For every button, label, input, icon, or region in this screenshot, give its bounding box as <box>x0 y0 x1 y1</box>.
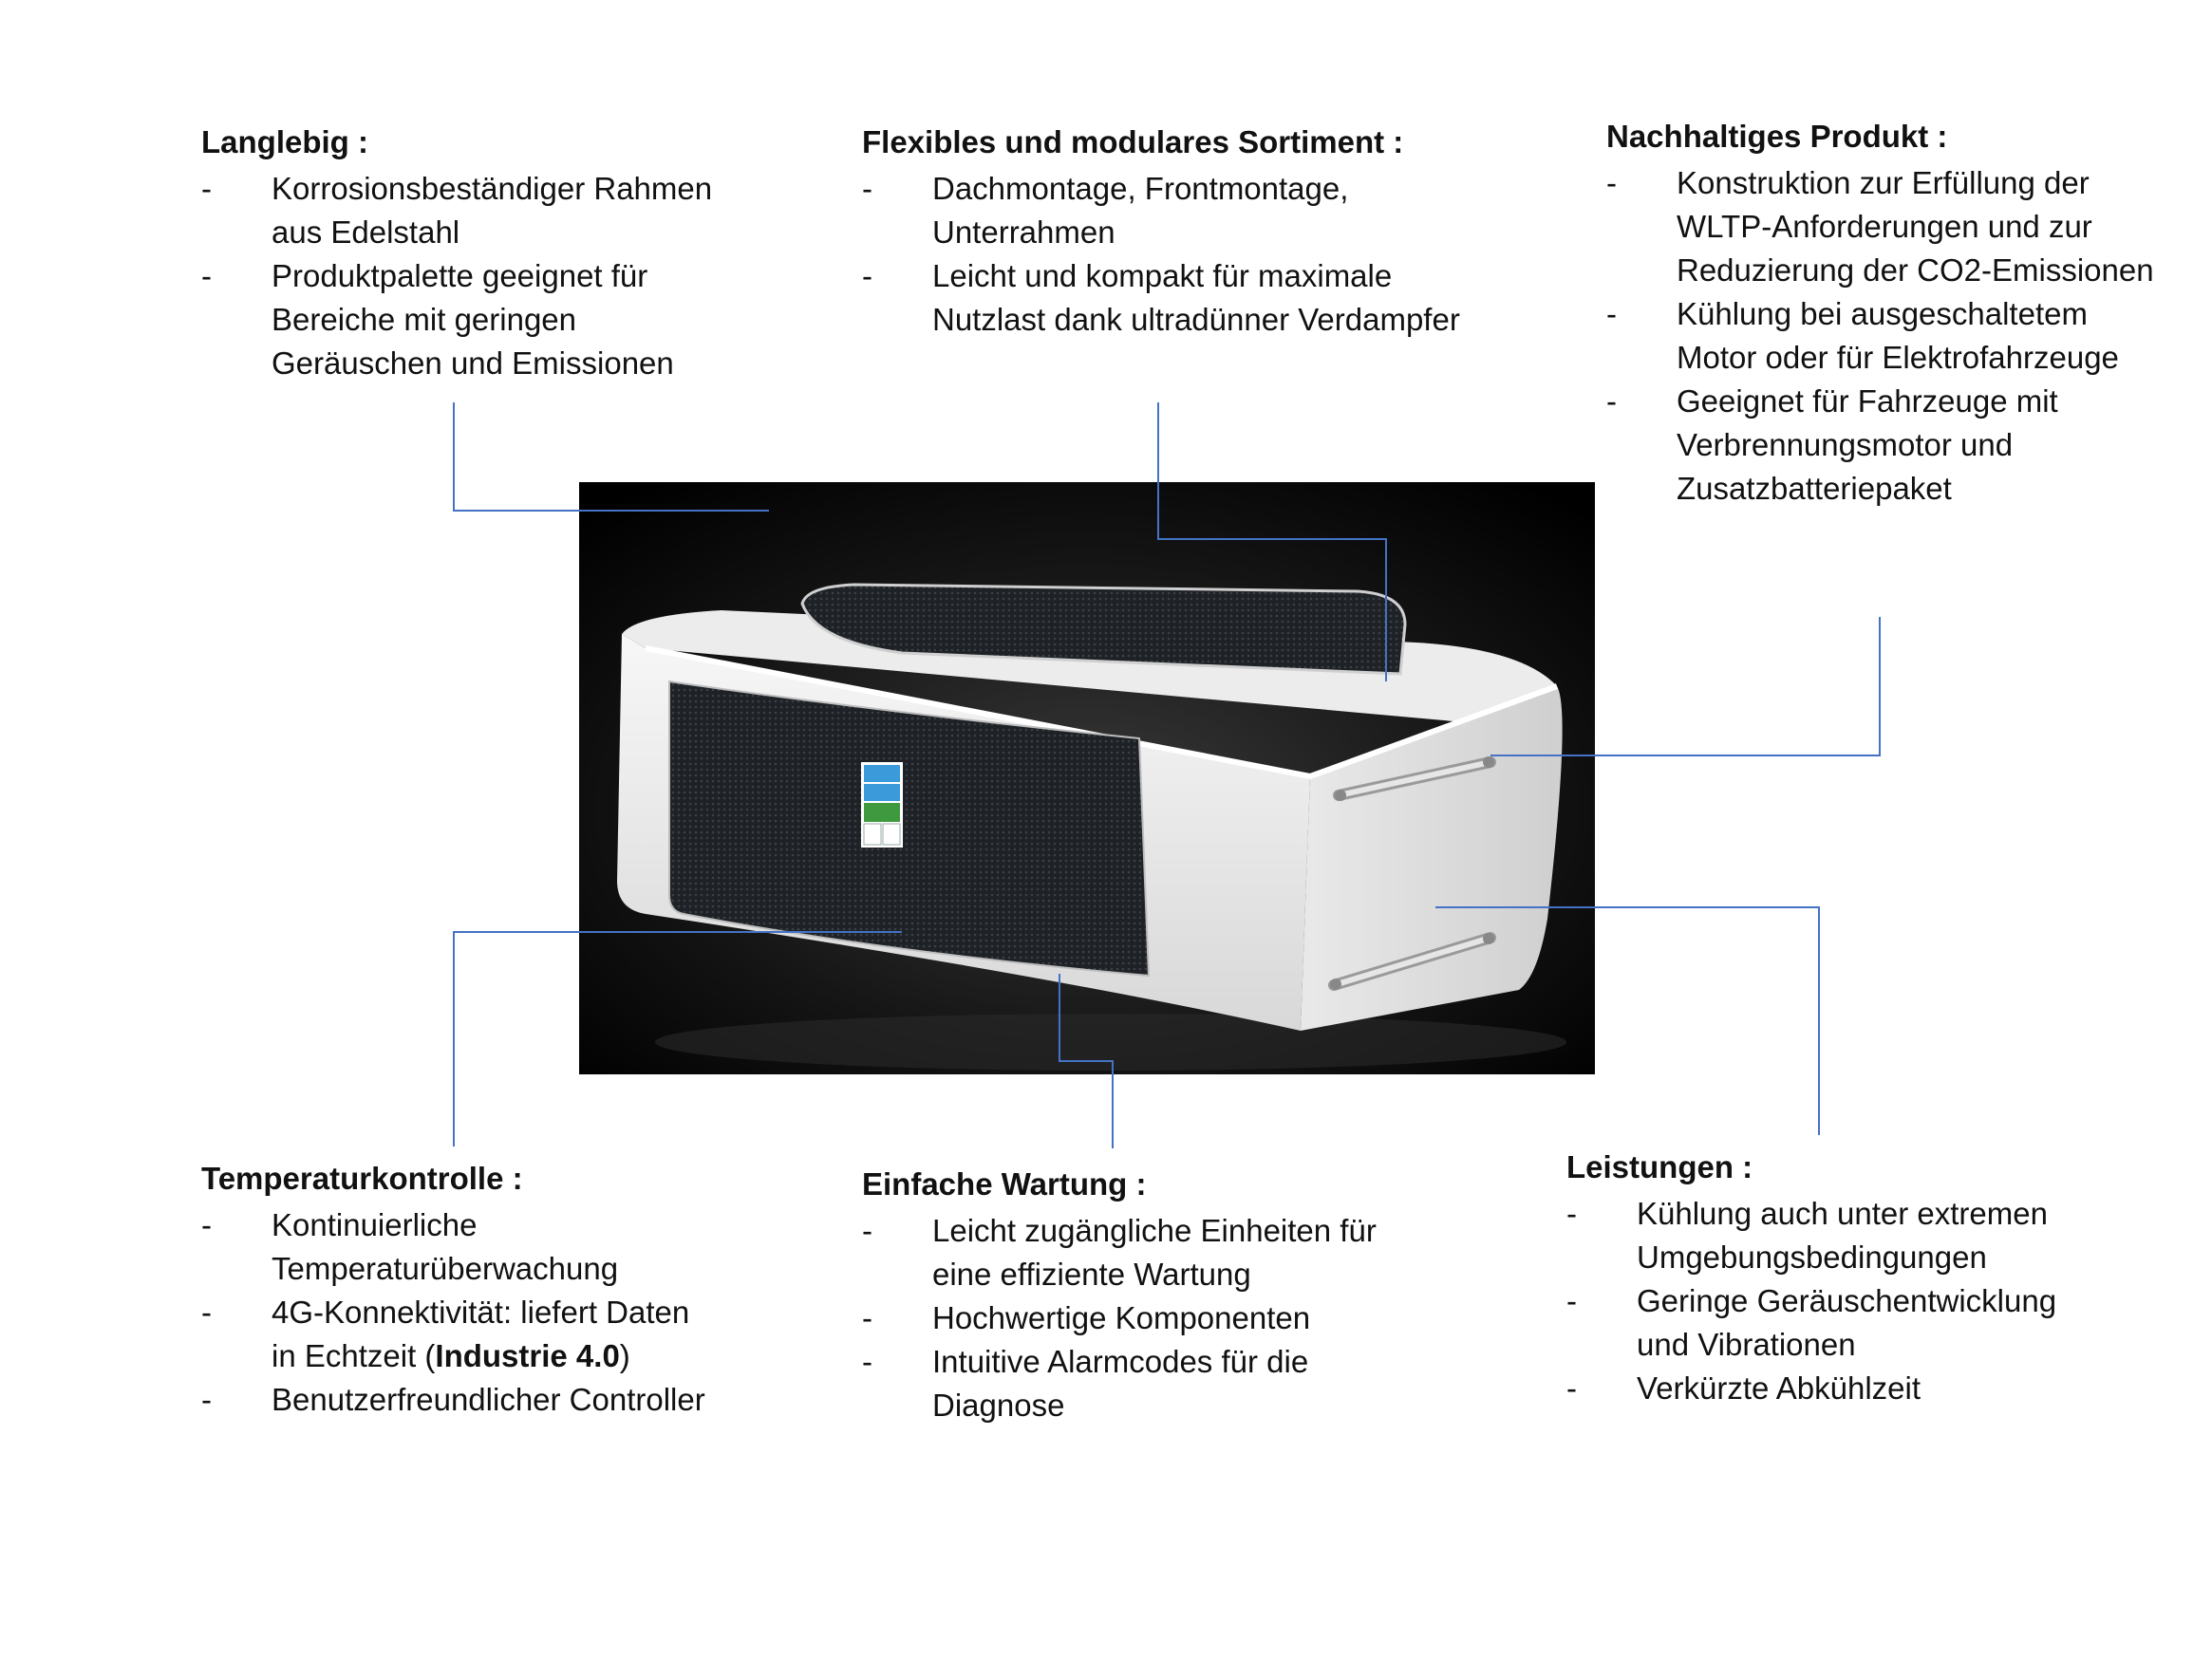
feature-block-leistungen: Leistungen : - Kühlung auch unter extreme… <box>1566 1146 2060 1410</box>
list-item-text: Verkürzte Abkühlzeit <box>1637 1370 1921 1406</box>
list-item-text: Konstruktion zur Erfüllung der WLTP-Anfo… <box>1677 165 2154 288</box>
list-item: - Leicht zugängliche Einheiten für eine e… <box>862 1209 1403 1296</box>
connector-nachhaltig <box>1490 617 1881 756</box>
list-item-text: Produktpalette geeignet für Bereiche mit… <box>272 258 674 381</box>
feature-title-wartung: Einfache Wartung : <box>862 1166 1147 1202</box>
list-item-text: Leicht zugängliche Einheiten für eine ef… <box>932 1213 1377 1292</box>
connector-sortiment <box>1157 402 1387 681</box>
list-item-text: Benutzerfreundlicher Controller <box>272 1382 705 1417</box>
list-item-text: Hochwertige Komponenten <box>932 1300 1311 1335</box>
list-item-text: Geeignet für Fahrzeuge mit Verbrennungsm… <box>1677 383 2058 506</box>
feature-title-nachhaltig: Nachhaltiges Produkt : <box>1606 119 1948 154</box>
feature-title-temperatur: Temperaturkontrolle : <box>201 1161 523 1196</box>
feature-title-langlebig: Langlebig : <box>201 124 368 159</box>
list-item: - Kontinuierliche Temperaturüberwachung <box>201 1203 714 1291</box>
list-item: - Geeignet für Fahrzeuge mit Verbrennungs… <box>1606 380 2166 511</box>
list-item-text-part: ) <box>619 1338 630 1373</box>
list-item-text: Dachmontage, Frontmontage, Unterrahmen <box>932 171 1349 250</box>
bullet-dash: - <box>201 1295 212 1330</box>
list-item: - Benutzerfreundlicher Controller <box>201 1378 714 1422</box>
list-item-text-bold: Industrie 4.0 <box>435 1338 620 1373</box>
bullet-dash: - <box>862 171 872 206</box>
bullet-dash: - <box>862 1213 872 1248</box>
bullet-dash: - <box>201 258 212 293</box>
bullet-dash: - <box>1566 1196 1577 1231</box>
list-item-text: Intuitive Alarmcodes für die Diagnose <box>932 1344 1309 1423</box>
bullet-dash: - <box>201 171 212 206</box>
list-item: - Geringe Geräuschentwicklung und Vibrati… <box>1566 1279 2060 1367</box>
list-item-text-part: 4G-Konnektivität: liefert Daten in Echtz… <box>272 1295 690 1373</box>
connector-wartung <box>1059 974 1114 1148</box>
bullet-dash: - <box>1606 296 1617 331</box>
list-item-text: Kühlung auch unter extremen Umgebungsbed… <box>1637 1196 2048 1275</box>
list-item: - Hochwertige Komponenten <box>862 1296 1403 1340</box>
feature-block-wartung: Einfache Wartung : - Leicht zugängliche E… <box>862 1164 1403 1427</box>
feature-title-sortiment: Flexibles und modulares Sortiment : <box>862 124 1404 159</box>
connector-langlebig <box>453 402 769 512</box>
bullet-dash: - <box>1566 1370 1577 1406</box>
list-item: - Kühlung auch unter extremen Umgebungsbe… <box>1566 1192 2060 1279</box>
list-item-text: Korrosionsbeständiger Rahmen aus Edelsta… <box>272 171 713 250</box>
feature-block-langlebig: Langlebig : - Korrosionsbeständiger Rahme… <box>201 121 733 385</box>
list-item-text: Geringe Geräuschentwicklung und Vibratio… <box>1637 1283 2057 1362</box>
list-item: - Kühlung bei ausgeschaltetem Motor oder … <box>1606 292 2166 380</box>
bullet-dash: - <box>862 1344 872 1379</box>
feature-block-nachhaltig: Nachhaltiges Produkt : - Konstruktion zur… <box>1606 116 2166 511</box>
bullet-dash: - <box>1606 165 1617 200</box>
list-item: - Produktpalette geeignet für Bereiche mi… <box>201 254 733 385</box>
feature-title-leistungen: Leistungen : <box>1566 1149 1753 1184</box>
list-item: - 4G-Konnektivität: liefert Daten in Echt… <box>201 1291 714 1378</box>
bullet-dash: - <box>862 1300 872 1335</box>
list-item-text: Kühlung bei ausgeschaltetem Motor oder f… <box>1677 296 2119 375</box>
list-item-text: Kontinuierliche Temperaturüberwachung <box>272 1207 619 1286</box>
list-item: - Verkürzte Abkühlzeit <box>1566 1367 2060 1410</box>
connector-temperatur <box>453 931 902 1146</box>
feature-block-sortiment: Flexibles und modulares Sortiment : - Dac… <box>862 121 1470 342</box>
list-item-text: 4G-Konnektivität: liefert Daten in Echtz… <box>272 1295 689 1373</box>
list-item-text: Leicht und kompakt für maximale Nutzlast… <box>932 258 1460 337</box>
bullet-dash: - <box>1606 383 1617 419</box>
list-item: - Dachmontage, Frontmontage, Unterrahmen <box>862 167 1470 254</box>
feature-block-temperatur: Temperaturkontrolle : - Kontinuierliche T… <box>201 1158 714 1422</box>
bullet-dash: - <box>1566 1283 1577 1318</box>
brand-logo-icon <box>861 762 903 848</box>
bullet-dash: - <box>201 1207 212 1242</box>
bullet-dash: - <box>201 1382 212 1417</box>
connector-leistungen <box>1435 906 1820 1135</box>
list-item: - Korrosionsbeständiger Rahmen aus Edelst… <box>201 167 733 254</box>
list-item: - Intuitive Alarmcodes für die Diagnose <box>862 1340 1403 1427</box>
list-item: - Konstruktion zur Erfüllung der WLTP-Anf… <box>1606 161 2166 292</box>
list-item: - Leicht und kompakt für maximale Nutzlas… <box>862 254 1470 342</box>
bullet-dash: - <box>862 258 872 293</box>
product-image <box>579 482 1595 1074</box>
